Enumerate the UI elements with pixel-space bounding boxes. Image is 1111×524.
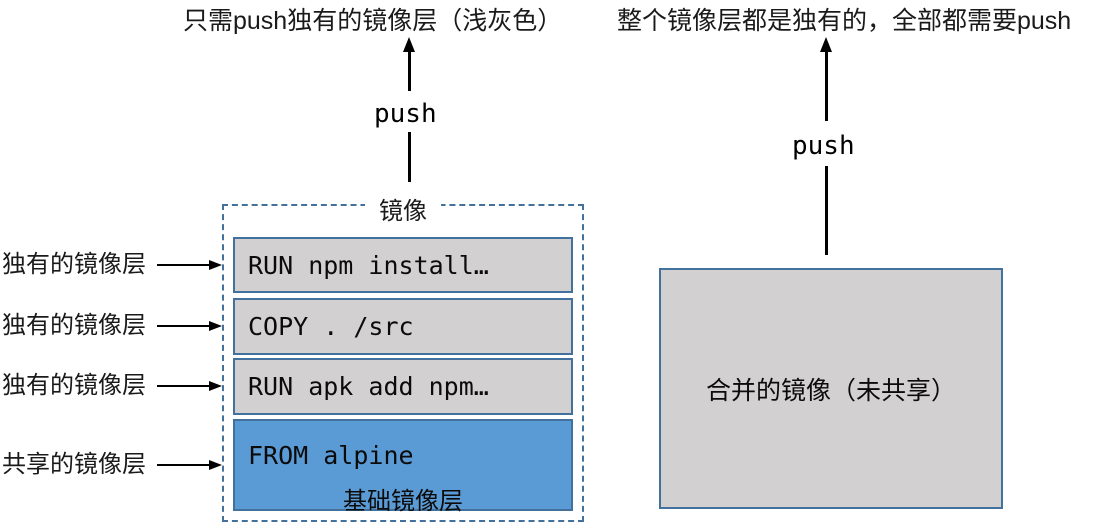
layer-code-1: RUN npm install… — [248, 250, 489, 280]
layer-code-3: RUN apk add npm… — [248, 372, 489, 401]
push-arrow-lower-line-right — [825, 166, 828, 255]
row-label-shared: 共享的镜像层 — [2, 451, 146, 478]
push-arrow-upper-line-right — [825, 50, 828, 121]
merged-image-box: 合并的镜像（未共享） — [659, 268, 1003, 509]
arrow-line — [157, 263, 209, 267]
row-arrow-4 — [157, 458, 222, 472]
image-layer-2: COPY . /src — [233, 298, 573, 355]
push-label-left: push — [374, 99, 437, 129]
caption-left: 只需push独有的镜像层（浅灰色） — [183, 7, 563, 35]
caption-right: 整个镜像层都是独有的，全部都需要push — [617, 7, 1072, 35]
row-arrow-3 — [157, 379, 222, 393]
push-label-right: push — [792, 131, 855, 161]
push-arrow-upper-line-left — [408, 50, 411, 91]
row-arrow-2 — [157, 319, 222, 333]
push-arrow-lower-line-left — [408, 132, 411, 182]
arrowhead-up-right-icon — [820, 37, 832, 52]
merged-image-label: 合并的镜像（未共享） — [705, 376, 956, 405]
arrowhead-up-left-icon — [403, 37, 415, 52]
row-label-unique-2: 独有的镜像层 — [2, 312, 146, 339]
arrowhead-right-icon — [209, 260, 222, 270]
image-container-title: 镜像 — [365, 191, 441, 226]
base-layer-sublabel: 基础镜像层 — [343, 488, 463, 515]
arrow-line — [157, 463, 209, 467]
arrowhead-right-icon — [209, 460, 222, 470]
image-layer-base: FROM alpine 基础镜像层 — [233, 419, 573, 515]
row-arrow-1 — [157, 258, 222, 272]
arrow-line — [157, 324, 209, 328]
image-layer-3: RUN apk add npm… — [233, 358, 573, 415]
layer-code-2: COPY . /src — [248, 312, 414, 341]
row-label-unique-3: 独有的镜像层 — [2, 372, 146, 399]
image-container: 镜像 RUN npm install… COPY . /src RUN apk … — [222, 191, 584, 522]
arrow-line — [157, 384, 209, 388]
row-label-unique-1: 独有的镜像层 — [2, 251, 146, 278]
layer-code-base: FROM alpine — [248, 441, 414, 470]
arrowhead-right-icon — [209, 321, 222, 331]
image-layer-1: RUN npm install… — [233, 237, 573, 293]
arrowhead-right-icon — [209, 381, 222, 391]
